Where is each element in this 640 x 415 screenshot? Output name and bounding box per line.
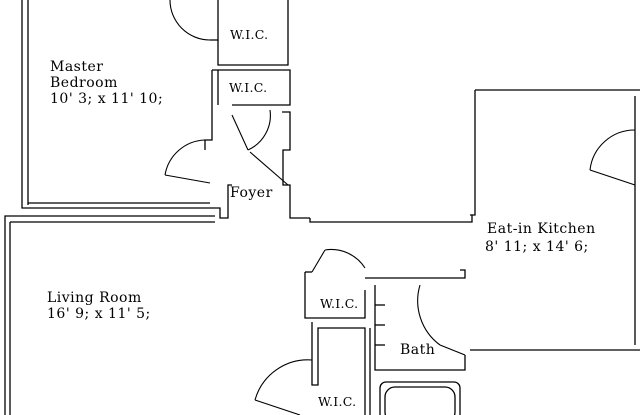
wic-mid-walls: [304, 272, 366, 319]
wic-small-label: W.I.C.: [229, 80, 268, 95]
bathtub-inner: [384, 386, 456, 415]
walls: [4, 0, 640, 415]
door-master-arc: [164, 139, 206, 176]
door-foyer-leaf2: [249, 151, 289, 186]
wic-top-walls: [210, 0, 219, 41]
living-room-walls: [4, 215, 215, 415]
door-wic-bottom-arc: [254, 359, 313, 401]
wic-bottom-walls: [311, 322, 366, 415]
door-wic-mid-leaf: [311, 249, 326, 273]
door-kitchen-leaf: [589, 169, 636, 186]
wic-top-label: W.I.C.: [230, 27, 269, 42]
door-bath-arc: [417, 284, 441, 346]
wic-small-walls: [212, 69, 291, 106]
kitchen-name: Eat-in Kitchen: [487, 221, 596, 237]
wic-bottom-label: W.I.C.: [318, 394, 357, 409]
door-foyer-leaf1: [231, 114, 249, 151]
bath-walls: [365, 269, 466, 279]
kitchen-dims: 8' 11; x 14' 6;: [485, 239, 589, 255]
door-foyer-arc1: [247, 109, 271, 151]
wic-top-walls-right: [217, 0, 289, 66]
master-bedroom-name-line2: Bedroom: [50, 75, 118, 91]
bath-walls-inner: [374, 285, 466, 371]
foyer-walls: [282, 111, 310, 219]
door-wic-mid-arc: [324, 248, 366, 269]
kitchen-left-wall: [470, 90, 476, 216]
door-master-leaf: [164, 174, 211, 184]
door-wic-bottom-leaf: [254, 399, 301, 415]
master-bedroom-dims: 10' 3; x 11' 10;: [50, 91, 164, 107]
living-top-right: [309, 215, 473, 223]
living-room-dims: 16' 9; x 11' 5;: [47, 306, 151, 322]
wic-small-walls-left: [204, 70, 213, 150]
wic-mid-label: W.I.C.: [320, 296, 359, 311]
bathtub: [379, 381, 461, 415]
living-room-name: Living Room: [47, 290, 142, 306]
foyer-label: Foyer: [230, 185, 273, 201]
bath-label: Bath: [400, 342, 436, 358]
door-kitchen-arc: [589, 129, 636, 171]
doors: [164, 0, 636, 415]
master-bedroom-name-line1: Master: [50, 59, 104, 75]
master-bedroom-walls: [21, 0, 232, 219]
door-master-top: [169, 0, 211, 41]
door-bath-leaf: [439, 344, 466, 356]
